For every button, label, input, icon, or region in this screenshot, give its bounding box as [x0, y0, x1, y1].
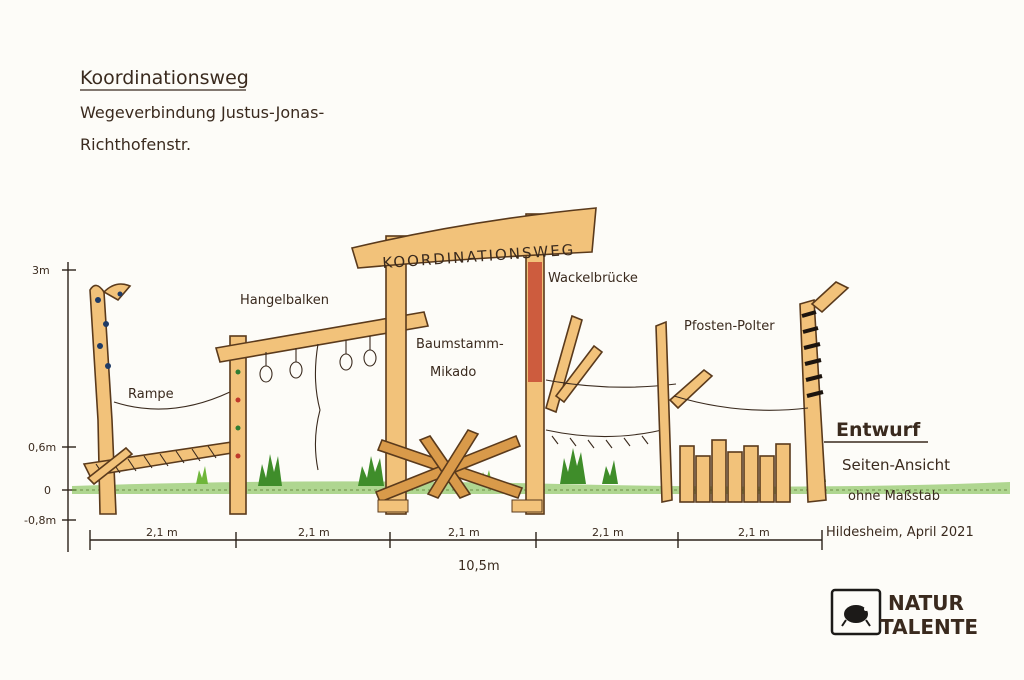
note-place-date: Hildesheim, April 2021 [826, 525, 974, 540]
label-rampe: Rampe [128, 387, 174, 402]
dimension-segment-4: 2,1 m [592, 526, 624, 539]
sketch-title: Koordinationsweg [80, 67, 249, 89]
station-baumstamm-mikado [374, 429, 543, 513]
label-baumstamm-line-1: Baumstamm- [416, 337, 504, 352]
note-view: Seiten-Ansicht [842, 456, 950, 474]
subtitle-line-1: Wegeverbindung Justus-Jonas- [80, 103, 324, 122]
logo-line-2: TALENTE [880, 615, 978, 639]
station-wackelbruecke [545, 314, 677, 449]
dimension-segment-5: 2,1 m [738, 526, 770, 539]
dimension-segment-2: 2,1 m [298, 526, 330, 539]
label-wackelbruecke: Wackelbrücke [548, 271, 638, 286]
height-mark-mid: 0,6m [28, 441, 56, 454]
dimension-total: 10,5m [458, 559, 500, 574]
label-hangelbalken: Hangelbalken [240, 293, 329, 308]
station-hangelbalken [214, 311, 430, 515]
label-baumstamm-line-2: Mikado [430, 365, 476, 380]
note-scale: ohne Maßstab [848, 489, 940, 504]
station-pfosten-polter [655, 281, 850, 503]
subtitle-line-2: Richthofenstr. [80, 135, 191, 154]
logo-line-1: NATUR [888, 591, 964, 615]
naturtalente-logo [830, 588, 882, 636]
height-mark-top: 3m [32, 264, 50, 277]
dimension-line [89, 530, 823, 550]
note-entwurf: Entwurf [836, 419, 921, 441]
label-pfosten-polter: Pfosten-Polter [684, 319, 775, 334]
height-mark-below: -0,8m [24, 514, 56, 527]
dimension-segment-1: 2,1 m [146, 526, 178, 539]
dimension-segment-3: 2,1 m [448, 526, 480, 539]
height-mark-zero: 0 [44, 484, 51, 497]
